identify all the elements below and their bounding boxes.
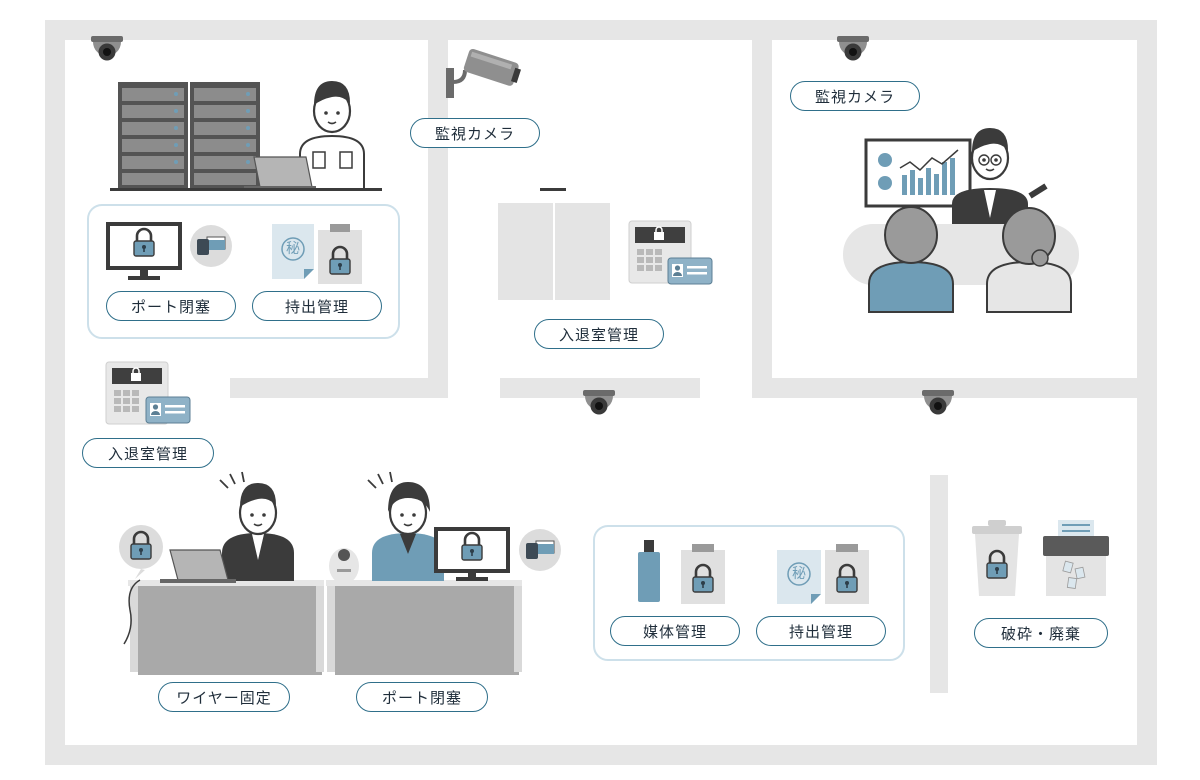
id-card-icon xyxy=(667,257,713,285)
port-block-label-bottom: ポート閉塞 xyxy=(356,682,488,712)
carryout-label-bottom: 持出管理 xyxy=(756,616,886,646)
media-mgmt-label: 媒体管理 xyxy=(610,616,740,646)
male-office-worker xyxy=(219,471,294,581)
door-icon xyxy=(498,188,610,300)
attendee-person xyxy=(868,206,954,313)
port-block-label-top: ポート閉塞 xyxy=(106,291,236,321)
confidential-document-icon xyxy=(777,550,821,604)
dome-camera-icon xyxy=(922,390,954,415)
wire-lock-label: ワイヤー固定 xyxy=(158,682,290,712)
wall-camera-icon xyxy=(446,48,522,98)
locked-folder-icon xyxy=(318,224,362,284)
server-room-desk xyxy=(110,188,382,191)
usb-icon xyxy=(518,528,562,572)
desk-camera-icon xyxy=(329,548,359,584)
locked-folder-icon xyxy=(681,544,725,604)
lock-icon xyxy=(119,525,163,579)
server-rack-icon xyxy=(118,82,260,189)
confidential-document-icon xyxy=(272,224,314,279)
carryout-label-top: 持出管理 xyxy=(252,291,382,321)
floor-plan-walls xyxy=(45,20,1157,765)
access-label-center: 入退室管理 xyxy=(534,319,664,349)
usb-icon xyxy=(189,224,233,268)
locked-folder-icon xyxy=(825,544,869,604)
female-office-worker xyxy=(367,471,444,581)
shredder-icon xyxy=(1043,520,1109,596)
dome-camera-icon xyxy=(91,36,123,61)
camera-label-meeting: 監視カメラ xyxy=(790,81,920,111)
wire-lock-cable xyxy=(123,579,141,645)
monitor-icon xyxy=(434,527,510,581)
camera-label-center: 監視カメラ xyxy=(410,118,540,148)
trash-can-icon xyxy=(972,520,1022,596)
dome-camera-icon xyxy=(837,36,869,61)
server-operator-person xyxy=(299,81,365,190)
desk xyxy=(326,580,522,675)
whiteboard-chart-icon xyxy=(864,138,972,228)
laptop-icon xyxy=(160,549,236,583)
usb-stick-icon xyxy=(638,540,660,602)
confidential-mark: 秘 xyxy=(792,566,806,582)
dome-camera-icon xyxy=(583,390,615,415)
access-label-left: 入退室管理 xyxy=(82,438,214,468)
attendee-person xyxy=(986,207,1072,313)
id-card-icon xyxy=(145,396,191,424)
shred-dispose-label: 破砕・廃棄 xyxy=(974,618,1108,648)
confidential-mark: 秘 xyxy=(286,241,300,257)
desk xyxy=(128,580,324,675)
